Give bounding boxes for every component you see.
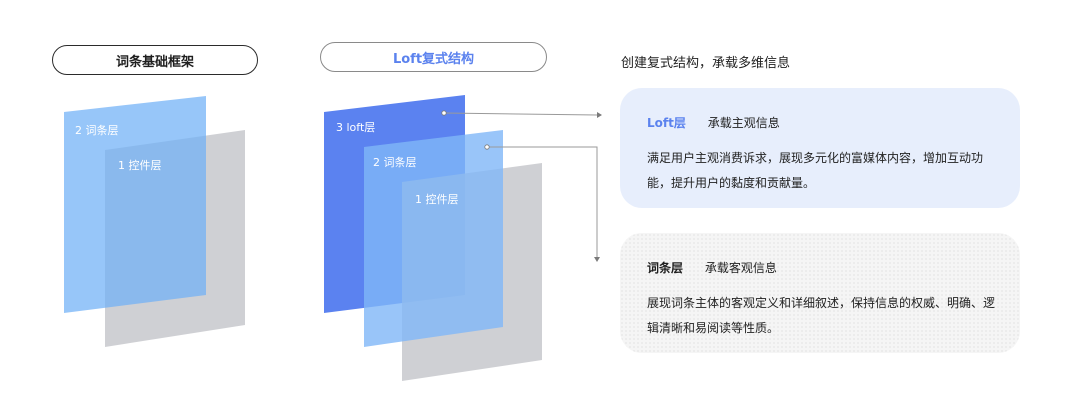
loft-card-body: 满足用户主观消费诉求，展现多元化的富媒体内容，增加互动功能，提升用户的黏度和贡献…	[647, 151, 984, 190]
connector-loft-arrow	[597, 112, 602, 118]
left-term-layer	[64, 96, 206, 313]
left-layer1-label: 1 控件层	[118, 159, 162, 172]
framework-title: 词条基础框架	[115, 54, 194, 70]
term-card-body: 展现词条主体的客观定义和详细叙述，保持信息的权威、明确、逻辑清晰和易阅读等性质。	[647, 296, 996, 335]
mid-term-layer	[364, 130, 503, 347]
loft-title-pill: Loft复式结构	[320, 42, 547, 72]
loft-card-subtitle: 承载主观信息	[707, 116, 780, 130]
connector-term	[487, 146, 598, 257]
connector-term-arrow	[594, 257, 600, 262]
mid-layer3-label: 3 loft层	[336, 121, 376, 134]
mid-layer1-label: 1 控件层	[415, 193, 459, 206]
loft-card-title: Loft层	[647, 116, 686, 130]
framework-title-pill: 词条基础框架	[52, 45, 258, 75]
mid-layer2-label: 2 词条层	[373, 156, 417, 169]
right-heading: 创建复式结构，承载多维信息	[621, 56, 791, 71]
term-card-header: 词条层 承载客观信息	[647, 259, 777, 276]
loft-title: Loft复式结构	[392, 51, 475, 67]
loft-card-header: Loft层 承载主观信息	[647, 114, 780, 131]
term-card-subtitle: 承载客观信息	[704, 261, 777, 275]
left-layer2-label: 2 词条层	[75, 124, 119, 137]
term-info-card: 词条层 承载客观信息 展现词条主体的客观定义和详细叙述，保持信息的权威、明确、逻…	[620, 233, 1020, 353]
loft-info-card: Loft层 承载主观信息 满足用户主观消费诉求，展现多元化的富媒体内容，增加互动…	[620, 88, 1020, 208]
connector-loft	[443, 112, 598, 116]
connector-term-dot	[484, 144, 490, 150]
connector-loft-dot	[441, 110, 447, 116]
term-card-title: 词条层	[647, 261, 684, 275]
